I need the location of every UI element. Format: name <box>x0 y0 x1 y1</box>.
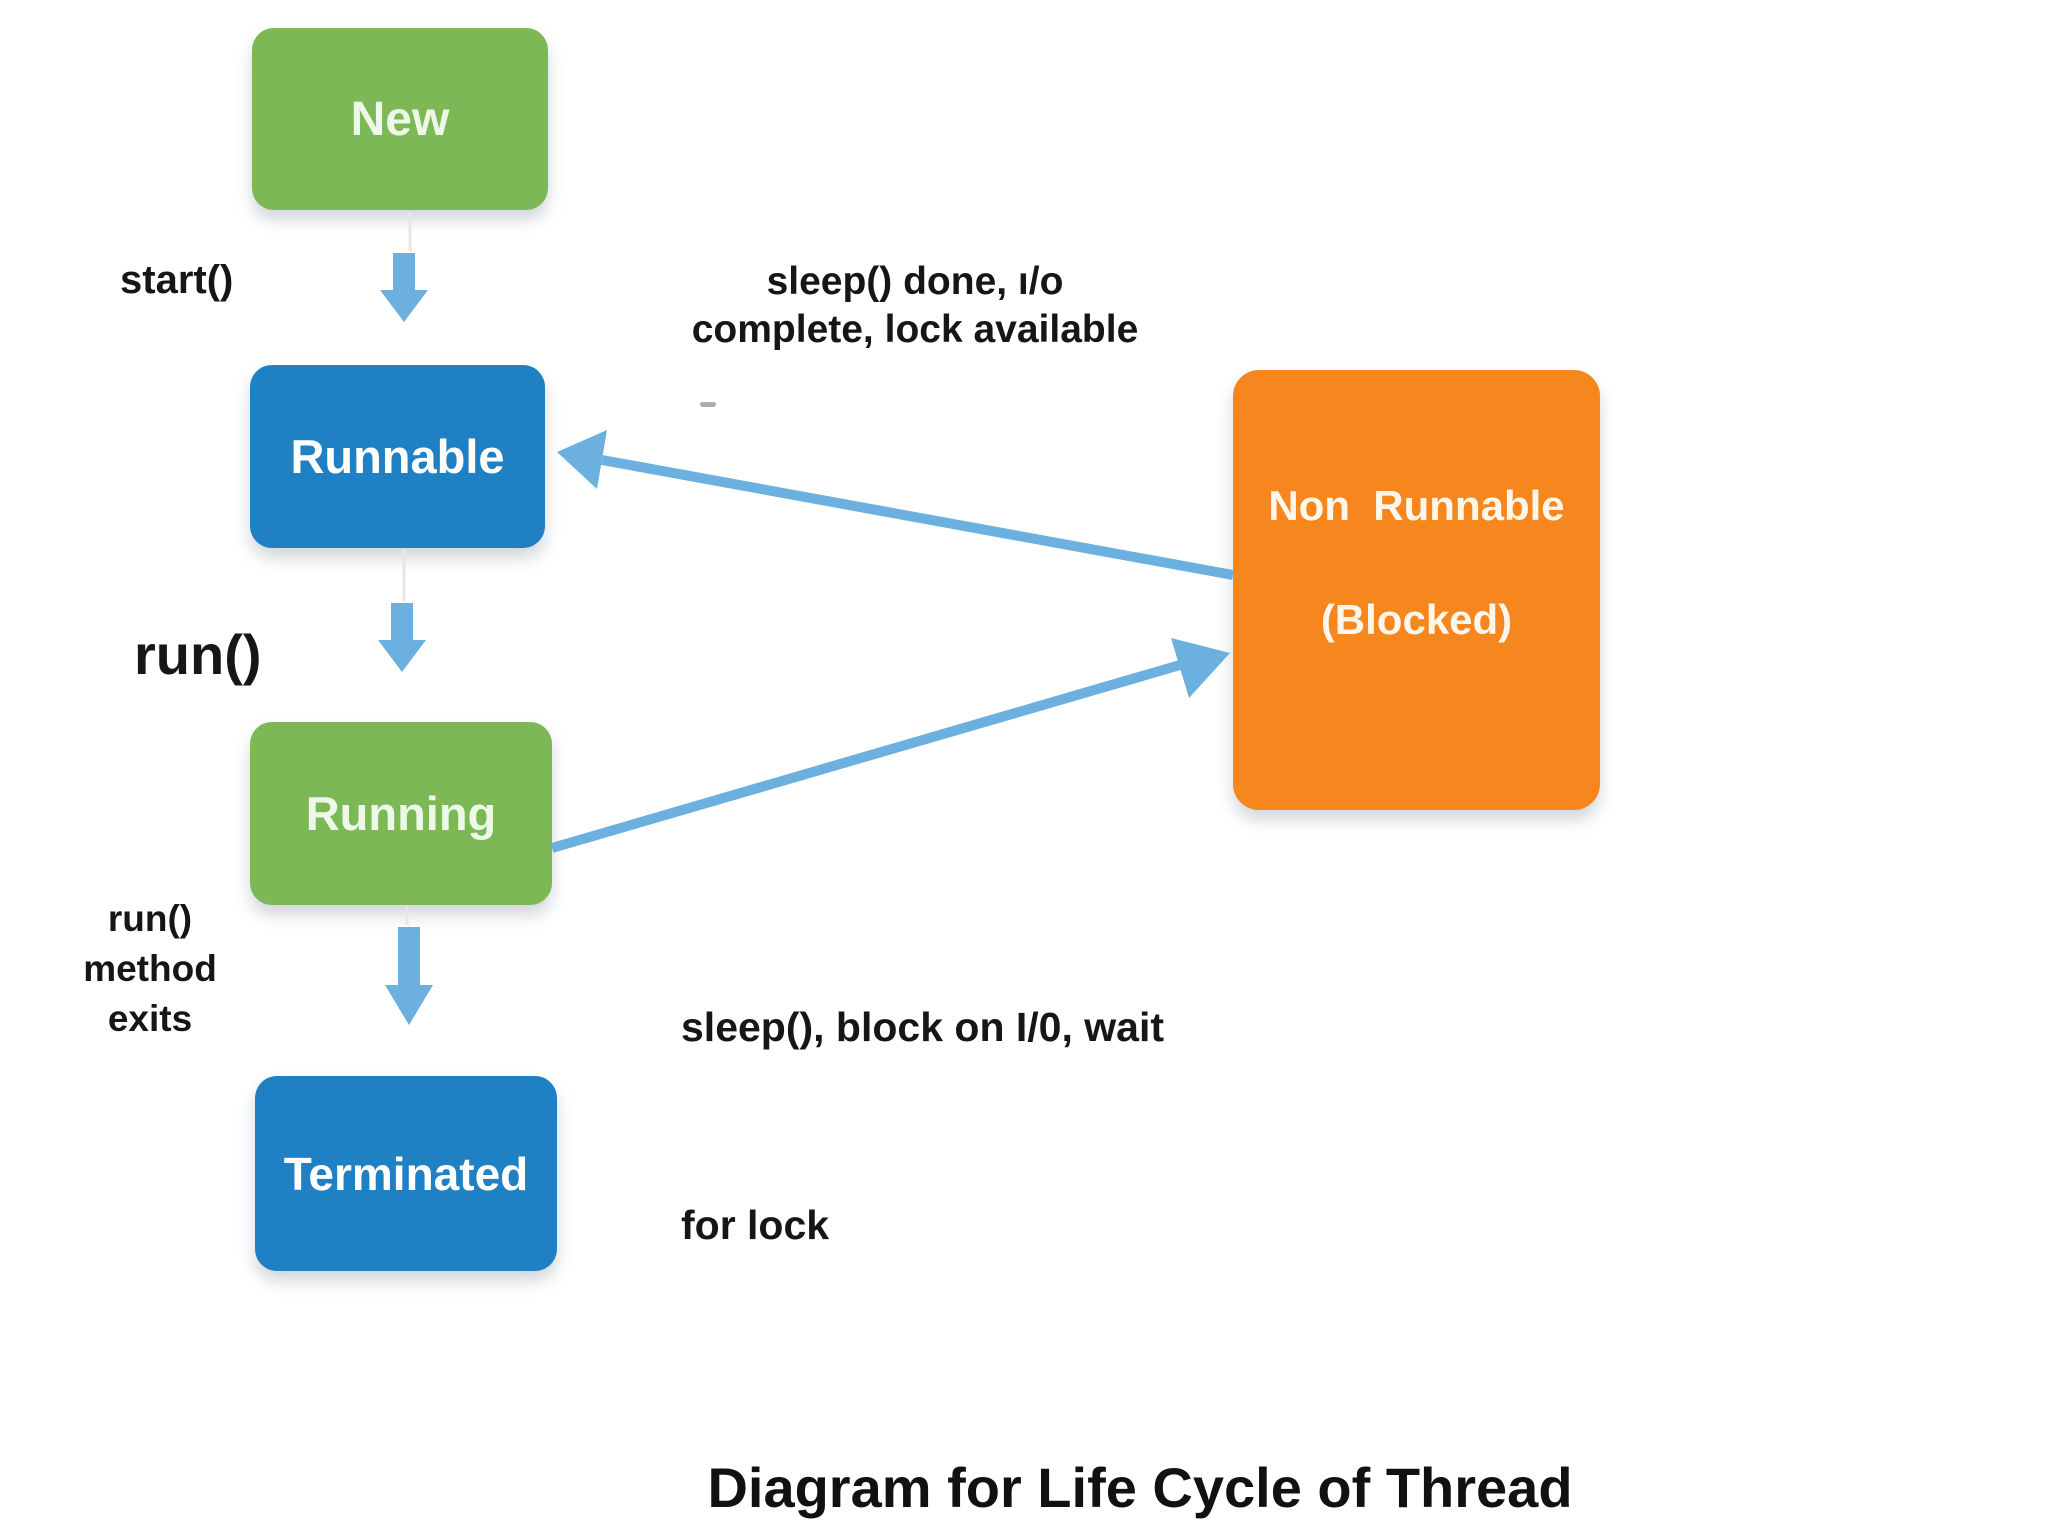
transition-label-run-method-exits-line2: exits <box>107 998 193 1039</box>
transition-label-block-line1: sleep(), block on I/0, wait <box>681 1004 1164 1050</box>
state-label-running: Running <box>305 787 497 840</box>
state-label-runnable: Runnable <box>290 430 505 483</box>
transition-label-run-method-exits-line1: run() method <box>83 898 217 989</box>
state-label-non-runnable: Non Runnable <box>1268 482 1565 529</box>
arrow-running-to-terminated-icon <box>385 927 433 1025</box>
state-box-running: Running <box>250 722 552 905</box>
state-box-runnable: Runnable <box>250 365 545 548</box>
arrow-nonrunnable-to-runnable-line <box>601 455 1234 580</box>
transition-label-unblock: sleep() done, ı/o complete, lock availab… <box>655 258 1175 354</box>
state-box-terminated: Terminated <box>255 1076 557 1271</box>
arrow-new-to-runnable-icon <box>380 253 428 322</box>
transition-label-run: run() <box>134 623 262 686</box>
stray-mark <box>700 402 716 407</box>
state-box-non-runnable: Non Runnable (Blocked) <box>1233 370 1600 810</box>
transition-label-block: sleep(), block on I/0, wait for lock <box>681 862 1164 1390</box>
diagram-caption: Diagram for Life Cycle of Thread <box>707 1456 1573 1519</box>
state-label-new: New <box>350 92 450 146</box>
transition-label-block-line2: for lock <box>681 1202 830 1248</box>
state-sublabel-blocked: (Blocked) <box>1320 596 1513 643</box>
transition-label-unblock-line1: sleep() done, ı/o <box>766 260 1064 303</box>
arrow-running-to-nonrunnable-head-icon <box>1171 638 1230 698</box>
transition-label-run-method-exits: run() method exits <box>45 894 255 1044</box>
arrow-running-to-nonrunnable-line <box>550 660 1182 853</box>
state-label-terminated: Terminated <box>283 1147 529 1200</box>
transition-label-unblock-line2: complete, lock available <box>691 308 1139 351</box>
arrow-runnable-to-running-icon <box>378 603 426 672</box>
transition-label-start: start() <box>120 258 234 302</box>
state-box-new: New <box>252 28 548 210</box>
arrow-nonrunnable-to-runnable-head-icon <box>557 430 607 489</box>
